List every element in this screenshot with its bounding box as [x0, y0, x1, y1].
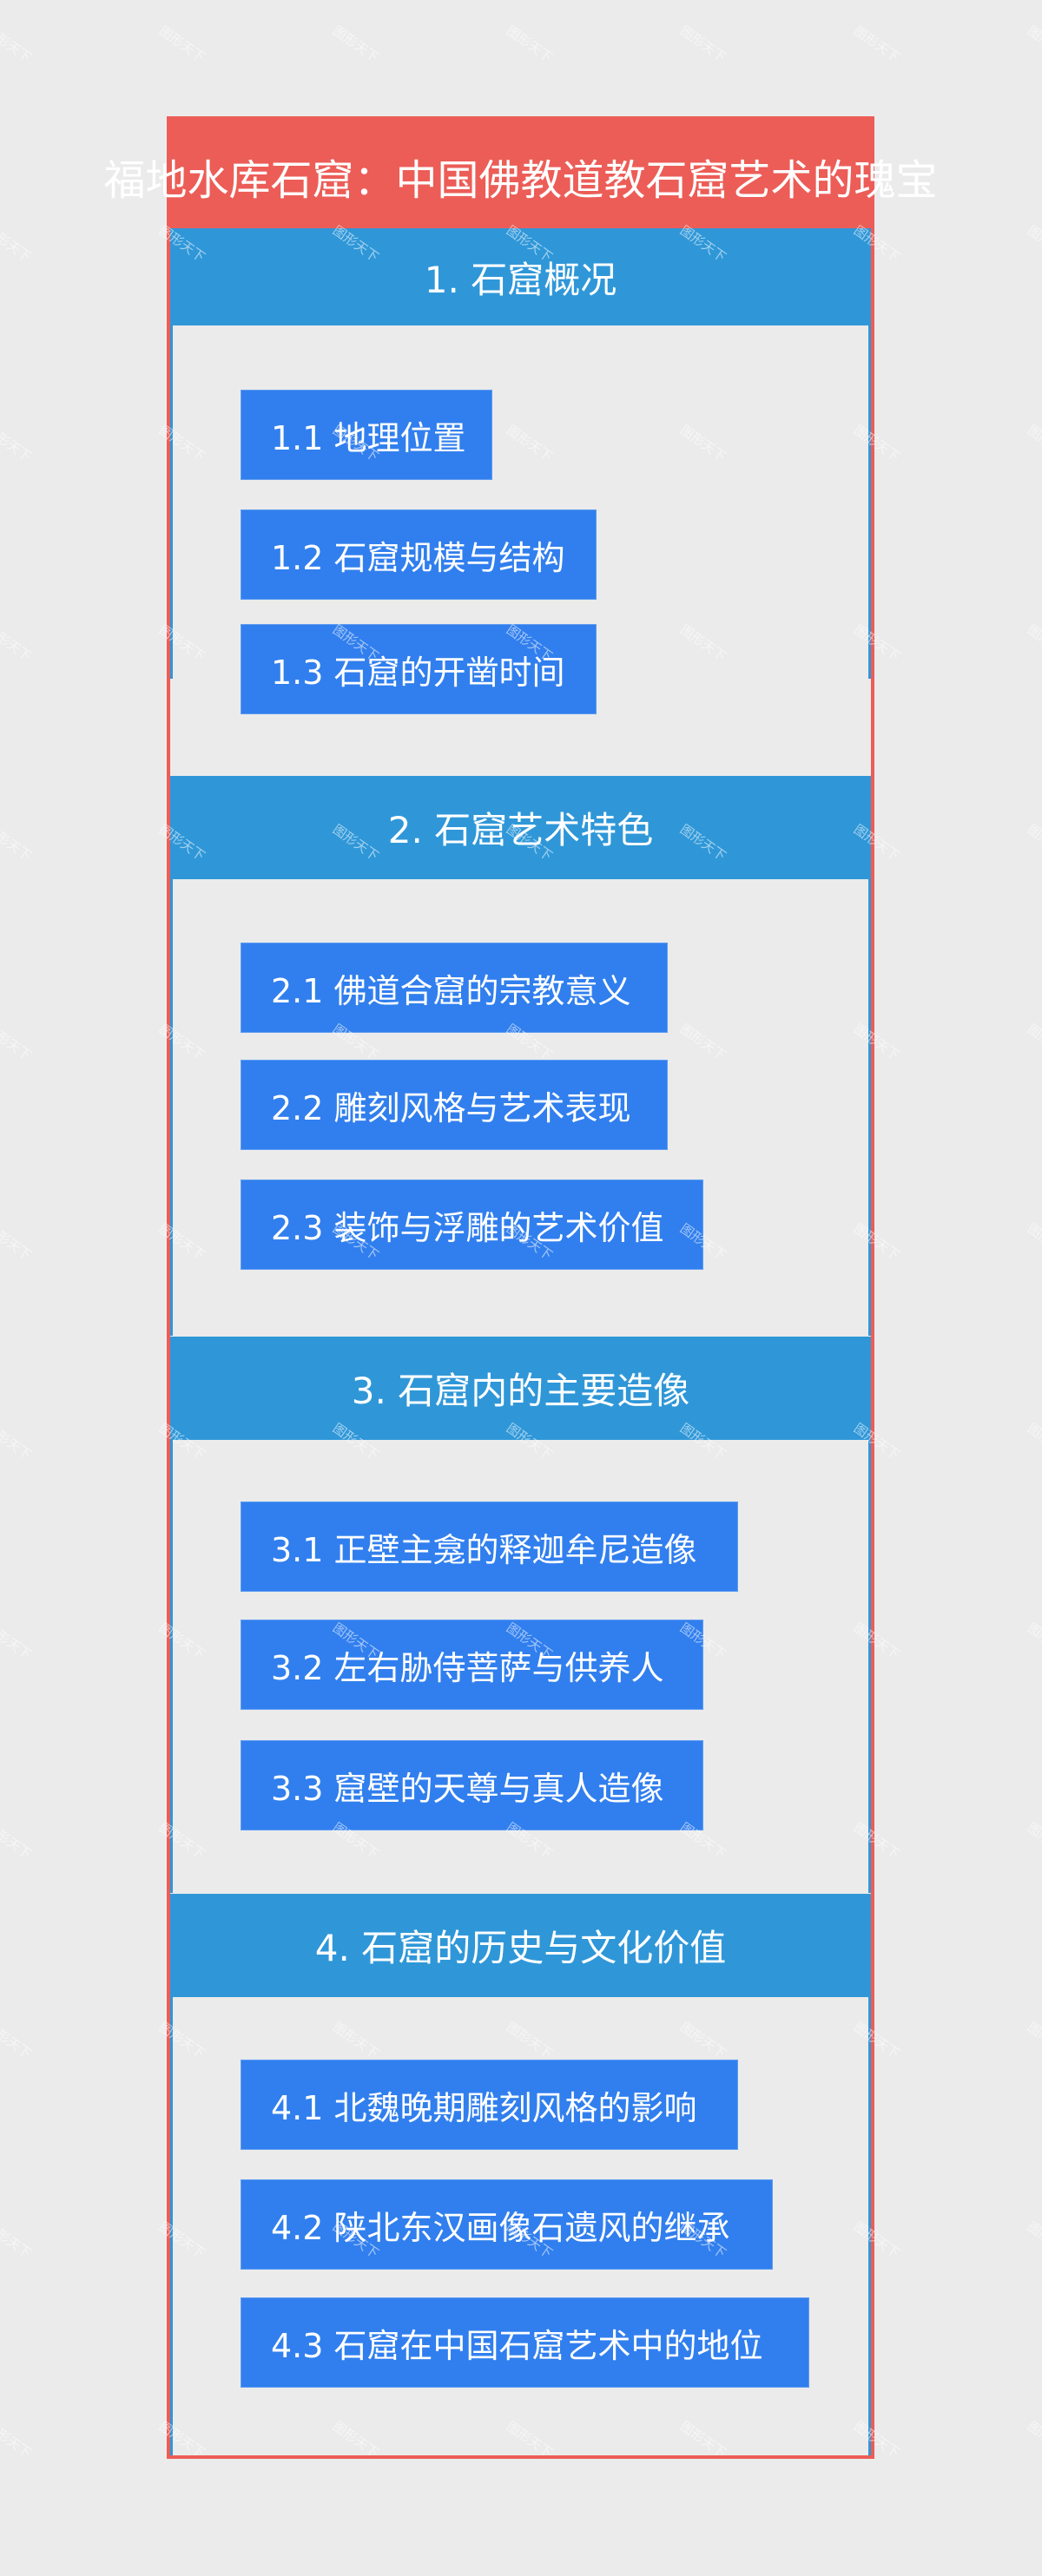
watermark-text: 图形天下 [1024, 1620, 1042, 1663]
watermark-text: 图形天下 [1024, 1021, 1042, 1064]
section-header-2[interactable]: 2. 石窟艺术特色 [171, 776, 870, 879]
topic-3-3[interactable]: 3.3 窟壁的天尊与真人造像 [241, 1740, 703, 1830]
root-title: 福地水库石窟：中国佛教道教石窟艺术的瑰宝 [103, 155, 938, 205]
watermark-text: 图形天下 [1024, 2218, 1042, 2262]
topic-1-1[interactable]: 1.1 地理位置 [241, 390, 492, 480]
topic-2-1[interactable]: 2.1 佛道合窟的宗教意义 [241, 943, 668, 1033]
watermark-text: 图形天下 [0, 1819, 35, 1863]
topic-4-3[interactable]: 4.3 石窟在中国石窟艺术中的地位 [241, 2297, 809, 2388]
watermark-text: 图形天下 [0, 1420, 35, 1463]
watermark-text: 图形天下 [1024, 23, 1042, 66]
topic-4-2[interactable]: 4.2 陕北东汉画像石遗风的继承 [241, 2179, 773, 2270]
section-2: 2. 石窟艺术特色 2.1 佛道合窟的宗教意义 2.2 雕刻风格与艺术表现 2.… [170, 776, 871, 1336]
watermark-text: 图形天下 [1024, 222, 1042, 266]
watermark-text: 图形天下 [0, 821, 35, 864]
watermark-text: 图形天下 [1024, 821, 1042, 864]
topic-4-1[interactable]: 4.1 北魏晚期雕刻风格的影响 [241, 2060, 738, 2150]
watermark-text: 图形天下 [155, 23, 208, 66]
watermark-text: 图形天下 [1024, 2019, 1042, 2062]
watermark-text: 图形天下 [1024, 1420, 1042, 1463]
section-header-1[interactable]: 1. 石窟概况 [171, 228, 870, 325]
watermark-text: 图形天下 [503, 23, 556, 66]
section-3: 3. 石窟内的主要造像 3.1 正壁主龛的释迦牟尼造像 3.2 左右胁侍菩萨与供… [170, 1337, 871, 1893]
watermark-text: 图形天下 [1024, 422, 1042, 465]
watermark-text: 图形天下 [0, 621, 35, 665]
watermark-text: 图形天下 [0, 1021, 35, 1064]
watermark-text: 图形天下 [0, 2418, 35, 2461]
watermark-text: 图形天下 [0, 23, 35, 66]
topic-2-3[interactable]: 2.3 装饰与浮雕的艺术价值 [241, 1180, 703, 1270]
watermark-text: 图形天下 [0, 2019, 35, 2062]
mindmap-root-frame: 福地水库石窟：中国佛教道教石窟艺术的瑰宝 1. 石窟概况 1.1 地理位置 1.… [103, 116, 938, 2459]
watermark-text: 图形天下 [1024, 1220, 1042, 1264]
watermark-text: 图形天下 [329, 23, 382, 66]
section-header-4[interactable]: 4. 石窟的历史与文化价值 [171, 1894, 870, 1997]
topic-3-1[interactable]: 3.1 正壁主龛的释迦牟尼造像 [241, 1502, 738, 1592]
watermark-text: 图形天下 [0, 422, 35, 465]
section-1: 1. 石窟概况 1.1 地理位置 1.2 石窟规模与结构 1.3 石窟的开凿时间 [170, 228, 871, 714]
watermark-text: 图形天下 [0, 222, 35, 266]
watermark-text: 图形天下 [0, 2218, 35, 2262]
section-header-3[interactable]: 3. 石窟内的主要造像 [171, 1337, 870, 1440]
topic-1-2[interactable]: 1.2 石窟规模与结构 [241, 509, 597, 600]
watermark-text: 图形天下 [676, 23, 729, 66]
watermark-text: 图形天下 [0, 1220, 35, 1264]
watermark-text: 图形天下 [1024, 621, 1042, 665]
section-4: 4. 石窟的历史与文化价值 4.1 北魏晚期雕刻风格的影响 4.2 陕北东汉画像… [170, 1894, 871, 2455]
sections-container: 1. 石窟概况 1.1 地理位置 1.2 石窟规模与结构 1.3 石窟的开凿时间… [170, 228, 871, 2455]
watermark-text: 图形天下 [850, 23, 903, 66]
watermark-text: 图形天下 [1024, 2418, 1042, 2461]
topic-2-2[interactable]: 2.2 雕刻风格与艺术表现 [241, 1060, 668, 1150]
watermark-text: 图形天下 [0, 1620, 35, 1663]
watermark-text: 图形天下 [1024, 1819, 1042, 1863]
topic-1-3[interactable]: 1.3 石窟的开凿时间 [241, 624, 597, 714]
topic-3-2[interactable]: 3.2 左右胁侍菩萨与供养人 [241, 1620, 703, 1710]
